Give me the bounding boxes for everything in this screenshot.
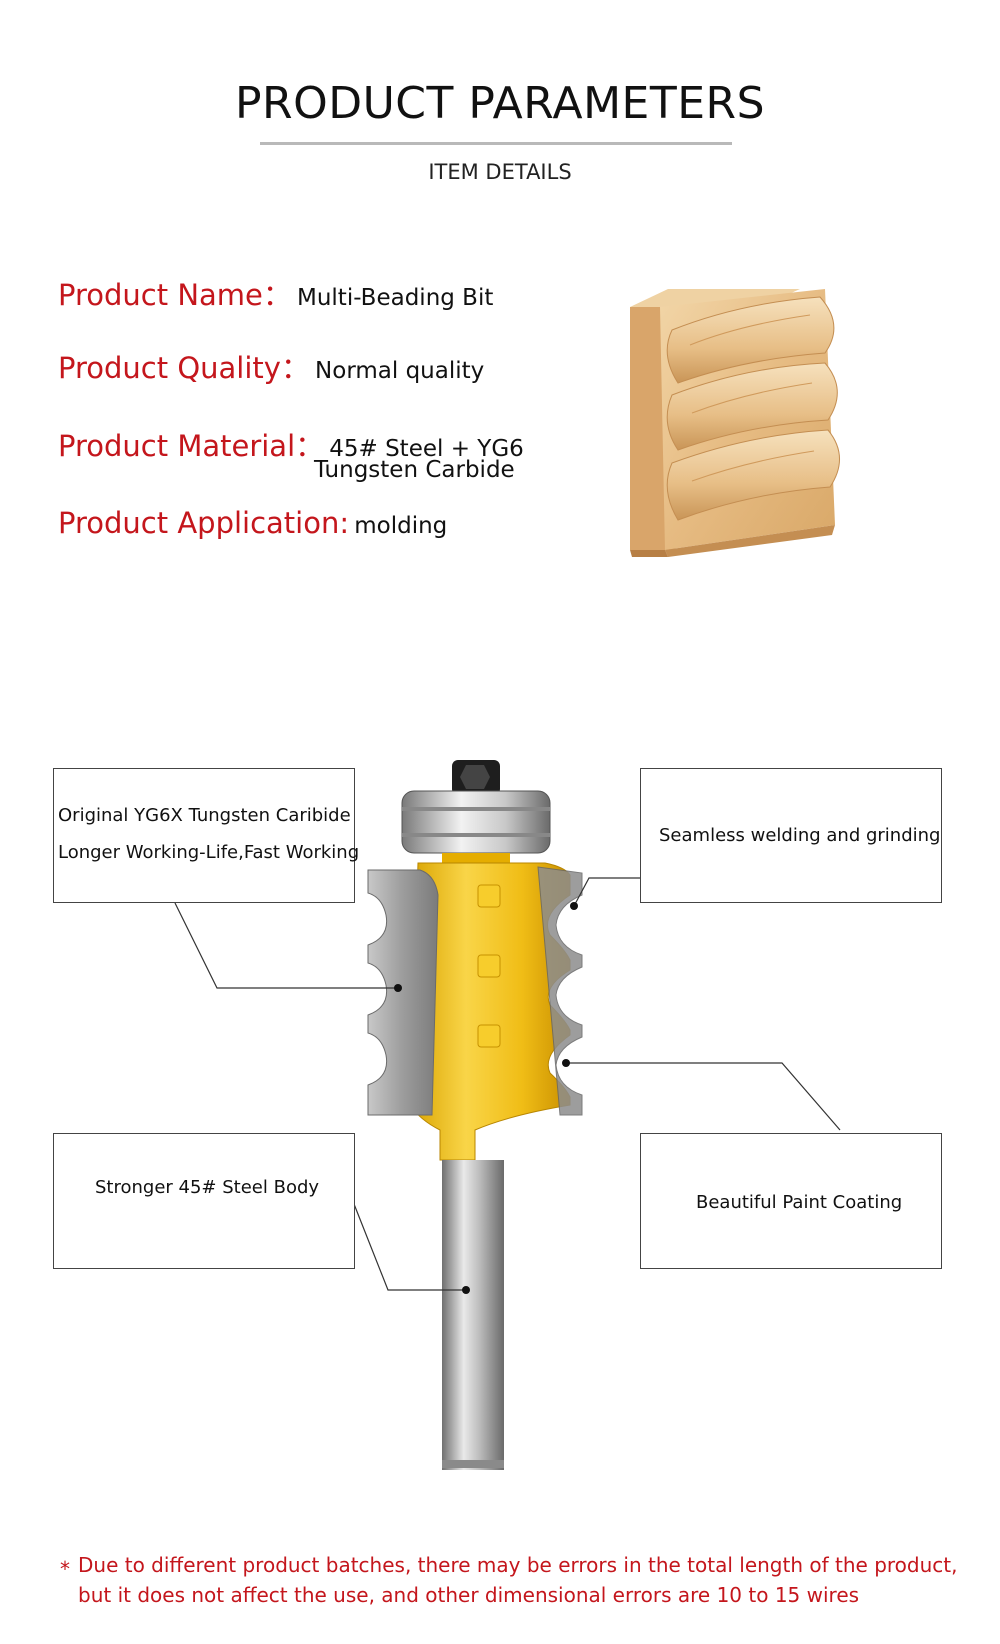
callout-paint: Beautiful Paint Coating — [640, 1133, 942, 1269]
callout-steel-body: Stronger 45# Steel Body — [53, 1133, 355, 1269]
note-line-1: Due to different product batches, there … — [78, 1553, 958, 1577]
param-value: molding — [354, 513, 448, 539]
param-label: Product Material： — [58, 429, 325, 463]
callout-text: Original YG6X Tungsten Caribide — [58, 805, 351, 826]
title-divider — [260, 142, 732, 145]
page-subtitle: ITEM DETAILS — [428, 160, 572, 184]
param-value: 45# Steel + YG6 — [329, 436, 524, 462]
page-title: PRODUCT PARAMETERS — [234, 78, 766, 129]
callout-text: Longer Working-Life,Fast Working — [58, 842, 360, 863]
callout-welding: Seamless welding and grinding — [640, 768, 942, 903]
param-label: Product Quality： — [58, 351, 310, 385]
callout-carbide: Original YG6X Tungsten Caribide Longer W… — [53, 768, 359, 903]
note-line-2: but it does not affect the use, and othe… — [78, 1583, 860, 1607]
param-value: Normal quality — [315, 358, 485, 384]
param-value: Multi-Beading Bit — [296, 285, 494, 311]
param-product-material: Product Material： 45# Steel + YG6 — [58, 423, 524, 465]
param-product-name: Product Name： Multi-Beading Bit — [58, 272, 493, 314]
wood-molding-image — [630, 289, 840, 557]
callout-text: Beautiful Paint Coating — [696, 1192, 903, 1213]
param-product-quality: Product Quality： Normal quality — [58, 345, 484, 387]
param-product-application: Product Application: molding — [58, 506, 447, 540]
param-label: Product Name： — [58, 278, 292, 312]
router-bit-image — [367, 760, 583, 1470]
callout-text: Seamless welding and grinding — [659, 825, 941, 846]
callout-text: Stronger 45# Steel Body — [95, 1177, 320, 1198]
param-label: Product Application: — [58, 506, 350, 540]
param-value-line2: Tungsten Carbide — [314, 457, 515, 483]
note-star: * — [60, 1557, 70, 1581]
